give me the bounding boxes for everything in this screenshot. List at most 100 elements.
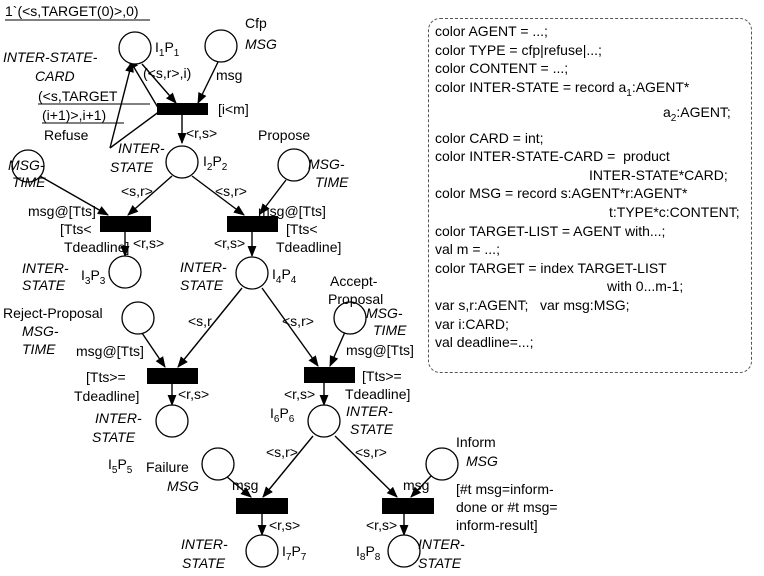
type-inform: MSG bbox=[466, 453, 498, 469]
arc-label-p6-left: <s,r> bbox=[266, 444, 298, 460]
label-i6p6: I6P6 bbox=[270, 405, 295, 425]
arc-p4-t4 bbox=[177, 287, 243, 368]
type-refuse-line1: MSG- bbox=[8, 157, 45, 173]
arc-label-t7-out: <r,s> bbox=[366, 517, 397, 533]
guard-t1: [i<m] bbox=[218, 101, 249, 117]
guard-t7-line3: inform-result] bbox=[456, 517, 538, 533]
decl-line: INTER-STATE*CARD; bbox=[589, 166, 728, 183]
decl-line: t:TYPE*c:CONTENT; bbox=[609, 203, 740, 220]
label-i7p7: I7P7 bbox=[282, 543, 307, 563]
type-propose-line1: MSG- bbox=[308, 156, 345, 172]
place-i5p5 bbox=[155, 404, 189, 438]
label-i1p1: I1P1 bbox=[155, 39, 180, 59]
type-accept-line1: MSG- bbox=[366, 305, 403, 321]
guard-t2-line2: Tdeadline] bbox=[64, 239, 129, 255]
decl-line: val deadline=...; bbox=[435, 334, 534, 351]
arc-label-p2-left: <s,r> bbox=[121, 183, 153, 199]
place-i1p1 bbox=[118, 31, 152, 65]
transition-inform bbox=[382, 498, 434, 514]
arc-p6-t6 bbox=[262, 435, 314, 498]
decl-line: color AGENT = ...; bbox=[435, 23, 548, 39]
place-refuse bbox=[11, 149, 45, 183]
arc-label-t6-out: <r,s> bbox=[269, 517, 300, 533]
decl-line: color CONTENT = ...; bbox=[435, 60, 569, 77]
guard-t5-line1: [Tts>= bbox=[362, 368, 402, 384]
guard-t7-line1: [#t msg=inform- bbox=[456, 481, 554, 497]
type-i2p2-line1: INTER- bbox=[118, 140, 165, 156]
arc-label-accept-msg: msg@[Tts] bbox=[346, 342, 414, 358]
arc-label-inform-msg: msg bbox=[403, 477, 429, 493]
arc-label-loop-2: (i+1)>,i+1) bbox=[42, 107, 106, 123]
type-i7p7-line2: STATE bbox=[182, 555, 226, 571]
label-inform: Inform bbox=[456, 434, 496, 450]
place-failure bbox=[201, 447, 235, 481]
transition-refuse bbox=[100, 216, 151, 232]
decl-line: color TARGET-LIST = AGENT with...; bbox=[435, 222, 666, 239]
label-failure: Failure bbox=[146, 459, 189, 475]
label-i8p8: I8P8 bbox=[356, 543, 381, 563]
decl-line: color CARD = int; bbox=[435, 129, 544, 146]
arc-t1-p1-loop bbox=[128, 58, 161, 112]
transition-failure bbox=[236, 498, 288, 514]
label-refuse: Refuse bbox=[44, 127, 89, 143]
arc-p2-t2 bbox=[127, 175, 173, 216]
place-i7p7 bbox=[245, 534, 279, 568]
arc-label-t3-out: <r,s> bbox=[214, 235, 245, 251]
type-i6p6-line2: STATE bbox=[350, 421, 394, 437]
arc-cfp-t1 bbox=[197, 59, 220, 105]
arc-label-t1-out: <r,s> bbox=[186, 125, 217, 141]
arc-failure-t6 bbox=[225, 475, 252, 498]
decl-line: with 0...m-1; bbox=[607, 278, 684, 295]
color-declarations-box: color AGENT = ...; color TYPE = cfp|refu… bbox=[428, 18, 752, 373]
guard-t5-line2: Tdeadline] bbox=[345, 386, 410, 402]
label-cfp: Cfp bbox=[245, 15, 267, 31]
decl-line: color MSG = record s:AGENT*r:AGENT* bbox=[435, 185, 688, 202]
label-i3p3: I3P3 bbox=[81, 267, 106, 287]
label-i5p5: I5P5 bbox=[108, 456, 133, 476]
arc-label-t5-out: <r,s> bbox=[284, 386, 315, 402]
type-i2p2-line2: STATE bbox=[110, 159, 154, 175]
arc-refuse-t2 bbox=[37, 174, 109, 216]
place-i3p3 bbox=[108, 255, 142, 289]
type-i1p1-line2: CARD bbox=[35, 68, 75, 84]
place-i8p8 bbox=[387, 534, 421, 568]
transition-send-cfp bbox=[157, 103, 208, 115]
label-propose: Propose bbox=[258, 127, 310, 143]
place-i2p2 bbox=[165, 145, 199, 179]
guard-t3-line1: [Tts< bbox=[286, 221, 318, 237]
arc-label-failure-msg: msg bbox=[232, 477, 258, 493]
arc-label-reject-msg: msg@[Tts] bbox=[76, 343, 144, 359]
transition-propose bbox=[227, 216, 278, 232]
type-i1p1-line1: INTER-STATE- bbox=[3, 49, 98, 65]
decl-line: color TYPE = cfp|refuse|...; bbox=[435, 41, 602, 58]
arc-loop-back-lower bbox=[109, 60, 134, 149]
guard-t2-line1: [Tts< bbox=[60, 221, 92, 237]
type-reject-line2: TIME bbox=[22, 341, 56, 357]
type-propose-line2: TIME bbox=[315, 174, 349, 190]
label-accept-line2: Proposal bbox=[328, 291, 383, 307]
type-refuse-line2: TIME bbox=[12, 174, 46, 190]
arc-label-p4-left: <s,r bbox=[188, 313, 212, 329]
type-cfp: MSG bbox=[245, 36, 277, 52]
type-i6p6-line1: INTER- bbox=[346, 403, 393, 419]
decl-line: color TARGET = index TARGET-LIST bbox=[435, 259, 667, 276]
type-i7p7-line1: INTER- bbox=[181, 536, 228, 552]
type-i4p4-line2: STATE bbox=[180, 277, 224, 293]
guard-t4-line2: Tdeadline] bbox=[74, 388, 139, 404]
type-reject-line1: MSG- bbox=[22, 323, 59, 339]
decl-line: var i:CARD; bbox=[435, 315, 509, 332]
label-accept-line1: Accept- bbox=[330, 273, 378, 289]
arc-p2-t3 bbox=[191, 175, 245, 216]
place-accept-proposal bbox=[333, 301, 367, 335]
arc-label-cfp-msg: msg bbox=[216, 67, 242, 83]
arcs bbox=[37, 58, 432, 537]
place-i4p4 bbox=[235, 256, 269, 290]
guard-t3-line2: Tdeadline] bbox=[276, 239, 341, 255]
arc-label-p6-right: <s,r> bbox=[355, 444, 387, 460]
type-i4p4-line1: INTER- bbox=[180, 259, 227, 275]
arc-inform-t7 bbox=[410, 475, 432, 498]
arc-accept-t5 bbox=[329, 331, 346, 368]
transition-reject bbox=[147, 368, 198, 384]
arc-label-t4-out: <r,s> bbox=[178, 386, 209, 402]
